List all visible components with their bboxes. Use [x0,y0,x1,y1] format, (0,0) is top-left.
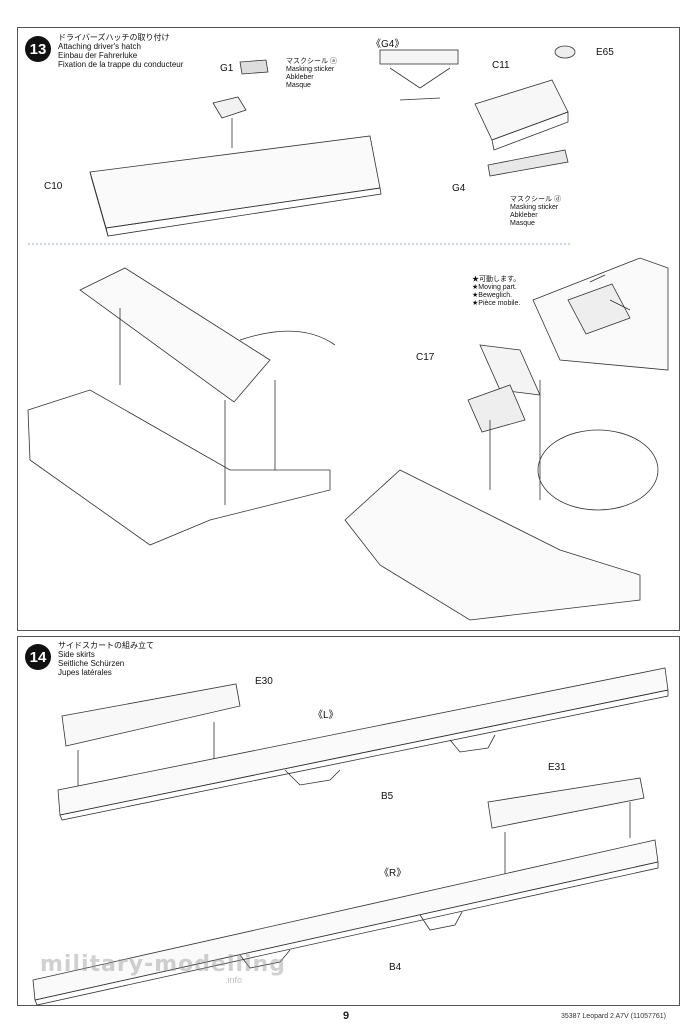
label-g1: G1 [220,63,234,74]
label-g4-variant: 《G4》 [371,39,405,50]
sticker-a-fr: Masque [286,82,311,89]
step-13-title-fr: Fixation de la trappe du conducteur [58,60,184,69]
page-number: 9 [343,1010,350,1022]
step-13-title-jp: ドライバーズハッチの取り付け [58,33,170,42]
model-reference: 35387 Leopard 2 A7V (11057761) [561,1013,666,1020]
step-14-title-fr: Jupes latérales [58,668,112,677]
sticker-a-callout: マスクシール ⓐ Masking sticker Abkleber Masque [286,58,337,90]
label-left-skirt: 《L》 [313,710,339,721]
sticker-a-jp: マスクシール ⓐ [286,58,337,65]
moving-jp: ★可動します。 [472,276,521,283]
label-g4: G4 [452,183,466,194]
step-13-title-en: Attaching driver's hatch [58,42,141,51]
label-c17: C17 [416,352,435,363]
sticker-a-de: Abkleber [286,74,314,81]
label-e65: E65 [596,47,614,58]
step-13-badge: 13 [25,36,51,62]
label-c10: C10 [44,181,63,192]
step-14-title-de: Seitliche Schürzen [58,659,125,668]
sticker-d-callout: マスクシール ⓓ Masking sticker Abkleber Masque [510,196,561,228]
step-14-badge: 14 [25,644,51,670]
moving-en: ★Moving part. [472,284,517,291]
sticker-a-en: Masking sticker [286,66,335,73]
step-14-title-en: Side skirts [58,650,95,659]
label-e31: E31 [548,762,566,773]
label-e30: E30 [255,676,273,687]
step-13-title-de: Einbau der Fahrerluke [58,51,138,60]
step-14-title-jp: サイドスカートの組み立て [58,641,154,650]
moving-fr: ★Pièce mobile. [472,300,521,307]
watermark-text: military-modelling [40,952,286,977]
step-14-panel [17,636,680,1006]
label-b4: B4 [389,962,402,973]
moving-de: ★Beweglich. [472,292,513,299]
sticker-d-en: Masking sticker [510,204,559,211]
step-14-title: サイドスカートの組み立て Side skirts Seitliche Schür… [58,641,154,677]
label-b5: B5 [381,791,394,802]
sticker-d-fr: Masque [510,220,535,227]
sticker-d-jp: マスクシール ⓓ [510,196,561,203]
label-c11: C11 [492,60,510,71]
step-13-panel [17,27,680,631]
label-right-skirt: 《R》 [379,868,407,879]
sticker-d-de: Abkleber [510,212,538,219]
moving-part-note: ★可動します。 ★Moving part. ★Beweglich. ★Pièce… [472,276,520,308]
watermark-sub: .info [225,975,243,985]
step-13-title: ドライバーズハッチの取り付け Attaching driver's hatch … [58,33,183,69]
